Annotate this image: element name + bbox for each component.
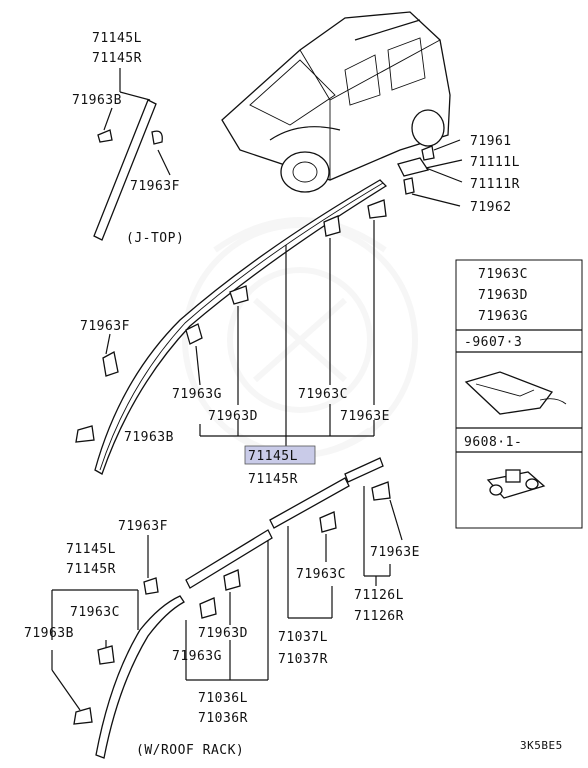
label-71126L: 71126L — [354, 588, 404, 603]
label-71963E-mid: 71963E — [340, 409, 390, 424]
clip-71963G-bot — [199, 597, 217, 619]
label-71145R-bot: 71145R — [66, 562, 116, 577]
clip-71963D-mid — [229, 285, 249, 305]
label-71963F-top: 71963F — [130, 179, 180, 194]
clip-71963C-mid — [323, 215, 341, 237]
clip-new-type-illustration — [486, 469, 546, 499]
label-71963C-botm: 71963C — [296, 567, 346, 582]
label-71963C-mid: 71963C — [298, 387, 348, 402]
diagram-code: 3K5BE5 — [520, 739, 563, 752]
inset-range-new: 9608·1- — [464, 435, 522, 450]
highlight-71145L — [244, 445, 316, 465]
clip-71963D-bot — [223, 569, 241, 591]
label-71963G-bot: 71963G — [172, 649, 222, 664]
clip-71963E-bot — [371, 481, 391, 501]
clip-71963C-bot — [319, 511, 337, 533]
clip-71963E-mid — [367, 199, 387, 219]
label-71963B-bot: 71963B — [24, 626, 74, 641]
label-roof-rack: (W/ROOF RACK) — [136, 743, 244, 758]
vehicle-illustration — [221, 11, 451, 193]
label-71111R: 71111R — [470, 177, 520, 192]
clip-71963G-mid — [185, 323, 203, 345]
label-71963C-botl: 71963C — [70, 605, 120, 620]
label-71963G-mid: 71963G — [172, 387, 222, 402]
label-71145L-top: 71145L — [92, 31, 142, 46]
label-71111L: 71111L — [470, 155, 520, 170]
label-71036L: 71036L — [198, 691, 248, 706]
inset-range-old: -9607·3 — [464, 335, 522, 350]
label-71037L: 71037L — [278, 630, 328, 645]
clip-old-type-illustration — [464, 371, 567, 415]
label-71037R: 71037R — [278, 652, 328, 667]
inset-label-71963D: 71963D — [478, 288, 528, 303]
label-j-top: (J-TOP) — [126, 231, 184, 246]
label-71963B-top: 71963B — [72, 93, 122, 108]
label-71145L-mid: 71145L — [248, 449, 298, 464]
label-71962: 71962 — [470, 200, 512, 215]
label-71145L-bot: 71145L — [66, 542, 116, 557]
label-71963E-bot: 71963E — [370, 545, 420, 560]
label-71963D-bot: 71963D — [198, 626, 248, 641]
label-71126R: 71126R — [354, 609, 404, 624]
label-71145R-mid: 71145R — [248, 472, 298, 487]
label-71963B-mid: 71963B — [124, 430, 174, 445]
inset-label-71963G: 71963G — [478, 309, 528, 324]
variant-inset — [455, 259, 583, 529]
inset-label-71963C: 71963C — [478, 267, 528, 282]
label-71963F-bot: 71963F — [118, 519, 168, 534]
roof-molding-main — [75, 139, 463, 475]
label-71145R-top: 71145R — [92, 51, 142, 66]
label-71036R: 71036R — [198, 711, 248, 726]
roof-rack-moldings — [51, 457, 403, 759]
label-71961: 71961 — [470, 134, 512, 149]
label-71963D-mid: 71963D — [208, 409, 258, 424]
j-top-molding-strip — [93, 68, 171, 241]
label-71963F-mid: 71963F — [80, 319, 130, 334]
